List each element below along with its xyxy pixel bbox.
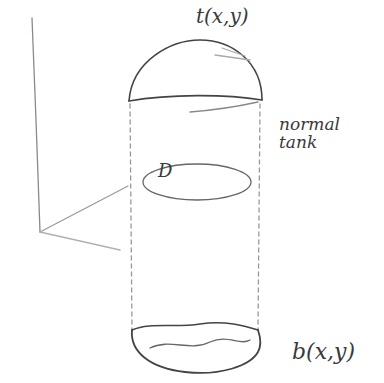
bottom-wave — [150, 339, 250, 348]
top-rim — [129, 96, 262, 101]
bottom-surface — [132, 330, 260, 373]
top-rim-back — [190, 102, 258, 112]
x-axis — [40, 232, 120, 250]
bottom-rim — [132, 323, 258, 330]
surface-label: b(x,y) — [292, 340, 355, 363]
surface-label: t(x,y) — [196, 6, 249, 27]
z-axis — [32, 18, 40, 232]
region-label: D — [158, 162, 172, 181]
cylinder-side — [258, 104, 260, 330]
note-label: normal tank — [279, 116, 351, 152]
y-axis — [40, 186, 128, 232]
cylinder-side — [130, 104, 132, 330]
top-surface — [129, 40, 262, 101]
shading — [215, 48, 250, 60]
